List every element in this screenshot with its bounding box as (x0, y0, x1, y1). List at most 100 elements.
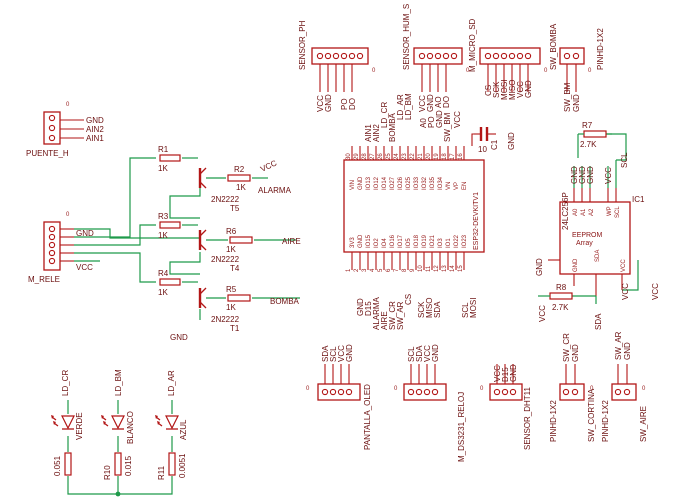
ds3231-ref: M_DS3231_RELOJ (457, 392, 466, 462)
t1-ref: T1 (230, 324, 240, 333)
esp32-num-29: 29 (354, 153, 360, 160)
connector-micro-sd[interactable]: M_MICRO_SD 0 CS SCK MOSI MISO VCC GND (468, 18, 548, 100)
capacitor-c1[interactable]: 10 C1 GND (471, 127, 516, 154)
eeprom-pin-scl: SCL (615, 206, 621, 218)
esp32-net-gnd-bot: GND (356, 298, 365, 316)
esp32-pin-io19: IO19 (422, 234, 428, 248)
r11-ref: R11 (157, 465, 166, 480)
r2-value: 1K (236, 183, 246, 192)
resistor-r2[interactable]: R2 1K VCC ALARMA (227, 158, 292, 195)
eeprom-part-label: 24LC256P (561, 192, 570, 230)
eeprom-ic1[interactable]: 24LC256P EEPROM Array IC1 A0 A1 A2 WP SC… (535, 133, 660, 330)
sw-cortina-ref: SW_CORTINA (587, 388, 596, 442)
r10-ref: R10 (103, 465, 112, 480)
esp32-net-ain1: AIN1 (364, 124, 373, 142)
esp32-num-18: 18 (442, 153, 448, 160)
r1-value: 1K (158, 164, 168, 173)
esp32-pin-io32: IO32 (422, 176, 428, 190)
connector-sw-aire[interactable]: 0 SW_AR GND PINHD-1X2 SW_AIRE (601, 331, 648, 442)
esp32-num-30: 30 (346, 153, 352, 160)
resistor-r3[interactable]: R3 1K (158, 212, 181, 240)
esp32-net-gnd: GND (435, 110, 444, 128)
esp32-pin-io5: IO5 (406, 238, 412, 248)
ds3231-vcc: VCC (423, 345, 432, 362)
transistor-t1[interactable]: 2N2222 T1 (198, 287, 240, 333)
transistor-t4[interactable]: 2N2222 T4 (198, 229, 240, 273)
esp32-pin-io26: IO26 (398, 176, 404, 190)
esp32-num-14: 14 (450, 265, 456, 272)
esp32-pin-io23: IO23 (462, 234, 468, 248)
resistor-r1[interactable]: R1 1K (158, 145, 181, 173)
esp32-pin-io3: IO3 (438, 238, 444, 248)
connector-sensor-ph[interactable]: SENSOR_PH 0 VCC GND PO DO (298, 20, 376, 112)
esp32-pin-io16: IO16 (390, 234, 396, 248)
sensor-hum-vcc-label: VCC (418, 95, 427, 112)
esp32-num-10: 10 (418, 265, 424, 272)
resistor-r4[interactable]: R4 1K (158, 269, 181, 297)
connector-sw-bomba[interactable]: SW_BOMBA 0 SW_BM GND PINHD-1X2 (549, 23, 605, 112)
resistor-r7[interactable]: R7 2.7K (578, 121, 607, 149)
connector-dht11[interactable]: 0 VCC D15 GND SENSOR_DHT11 (480, 364, 532, 450)
net-aire-label: AIRE (282, 237, 301, 246)
esp32-num-23: 23 (402, 153, 408, 160)
sensor-ph-vcc-label: VCC (316, 95, 325, 112)
esp32-net-sw-ar: SW_AR (396, 301, 405, 330)
r2-vcc-label: VCC (259, 158, 278, 173)
connector-pantalla-oled[interactable]: 0 SDA SCL VCC GND PANTALLA_OLED (306, 344, 372, 450)
r8-value: 2.7K (552, 303, 569, 312)
c1-pin-number: 10 (478, 145, 487, 154)
esp32-num-2: 2 (354, 268, 360, 272)
resistor-r6[interactable]: R6 1K AIRE (226, 227, 301, 254)
connector-ds3231[interactable]: 0 SCL SDA VCC GND M_DS3231_RELOJ (394, 344, 466, 462)
led-blanco[interactable]: LD_BM BLANCO (101, 369, 135, 444)
esp32-num-26: 26 (378, 153, 384, 160)
eeprom-net-gnd-3: GND (586, 166, 595, 184)
esp32-pin-io13: IO13 (366, 176, 372, 190)
c1-gnd-label: GND (507, 132, 516, 150)
eeprom-pin-a2: A2 (589, 208, 595, 216)
led-blanco-net: LD_BM (114, 369, 123, 396)
sensor-ph-do-label: DO (348, 98, 357, 110)
esp32-top-nets: AIN1 AIN2 LD_CR BOMBA LD_AR LD_BM A0 PO … (364, 93, 462, 142)
esp32-num-19: 19 (434, 153, 440, 160)
esp32-net-ld-bm: LD_BM (404, 93, 413, 120)
connector-sw-cortina[interactable]: 0 SW_CR GND PINHD-1X2 SW_CORTINA (549, 333, 596, 442)
puente-h-ain1-label: AIN1 (86, 134, 104, 143)
sw-aire-pin0: 0 (642, 386, 646, 392)
ds3231-pin0: 0 (394, 386, 398, 392)
eeprom-top-pins: A0 A1 A2 WP SCL (573, 206, 621, 218)
t5-ref: T5 (230, 204, 240, 213)
esp32-net-sw-bm: SW_BM (443, 112, 452, 142)
sensor-hum-ao-label: AO (434, 96, 443, 108)
esp32-top-pin-names: VIN GND IO13 IO12 IO14 IO27 IO26 IO25 IO… (350, 176, 468, 190)
resistor-r11[interactable]: R11 0.0051 (157, 452, 187, 480)
esp32-module[interactable]: ESP32-DEVKITV1 VIN GND IO13 IO12 IO14 IO… (343, 93, 485, 330)
resistor-r10[interactable]: R10 0.015 (103, 452, 133, 480)
esp32-net-miso: MISO (425, 298, 434, 318)
led-azul[interactable]: LD_AR AZUL (155, 370, 188, 440)
eeprom-net-scl: SCL (620, 152, 629, 168)
esp32-pin-io34: IO34 (438, 176, 444, 190)
m-rele-pin0: 0 (66, 212, 70, 218)
esp32-num-8: 8 (402, 268, 408, 272)
eeprom-pin-a0: A0 (573, 208, 579, 216)
esp32-num-16: 16 (458, 153, 464, 160)
connector-sensor-hum[interactable]: SENSOR_HUM_S 0 VCC GND AO DO (402, 4, 470, 112)
eeprom-pin-sda: SDA (595, 250, 601, 262)
esp32-num-28: 28 (362, 153, 368, 160)
transistor-t5[interactable]: 2N2222 T5 (198, 167, 240, 213)
relay-wires (74, 157, 300, 320)
connector-m-rele[interactable]: 0 GND VCC M_RELE (28, 212, 94, 284)
esp32-pin-io18: IO18 (414, 234, 420, 248)
led-verde[interactable]: LD_CR VERDE (51, 370, 84, 440)
connector-puente-h[interactable]: 0 GND AIN2 AIN1 PUENTE_H (26, 102, 104, 158)
resistor-led-verde[interactable]: 0.051 (53, 452, 72, 476)
resistor-r5[interactable]: R5 1K BOMBA (226, 285, 300, 312)
resistor-r8[interactable]: R8 2.7K VCC (538, 283, 573, 322)
esp32-top-pin-numbers: 30 29 28 27 26 25 24 23 22 21 20 19 18 1… (346, 153, 464, 160)
esp32-net-mosi: MOSI (469, 298, 478, 318)
micro-sd-vcc-label: VCC (516, 81, 525, 98)
r3-ref: R3 (158, 212, 169, 221)
r8-ref: R8 (556, 283, 567, 292)
